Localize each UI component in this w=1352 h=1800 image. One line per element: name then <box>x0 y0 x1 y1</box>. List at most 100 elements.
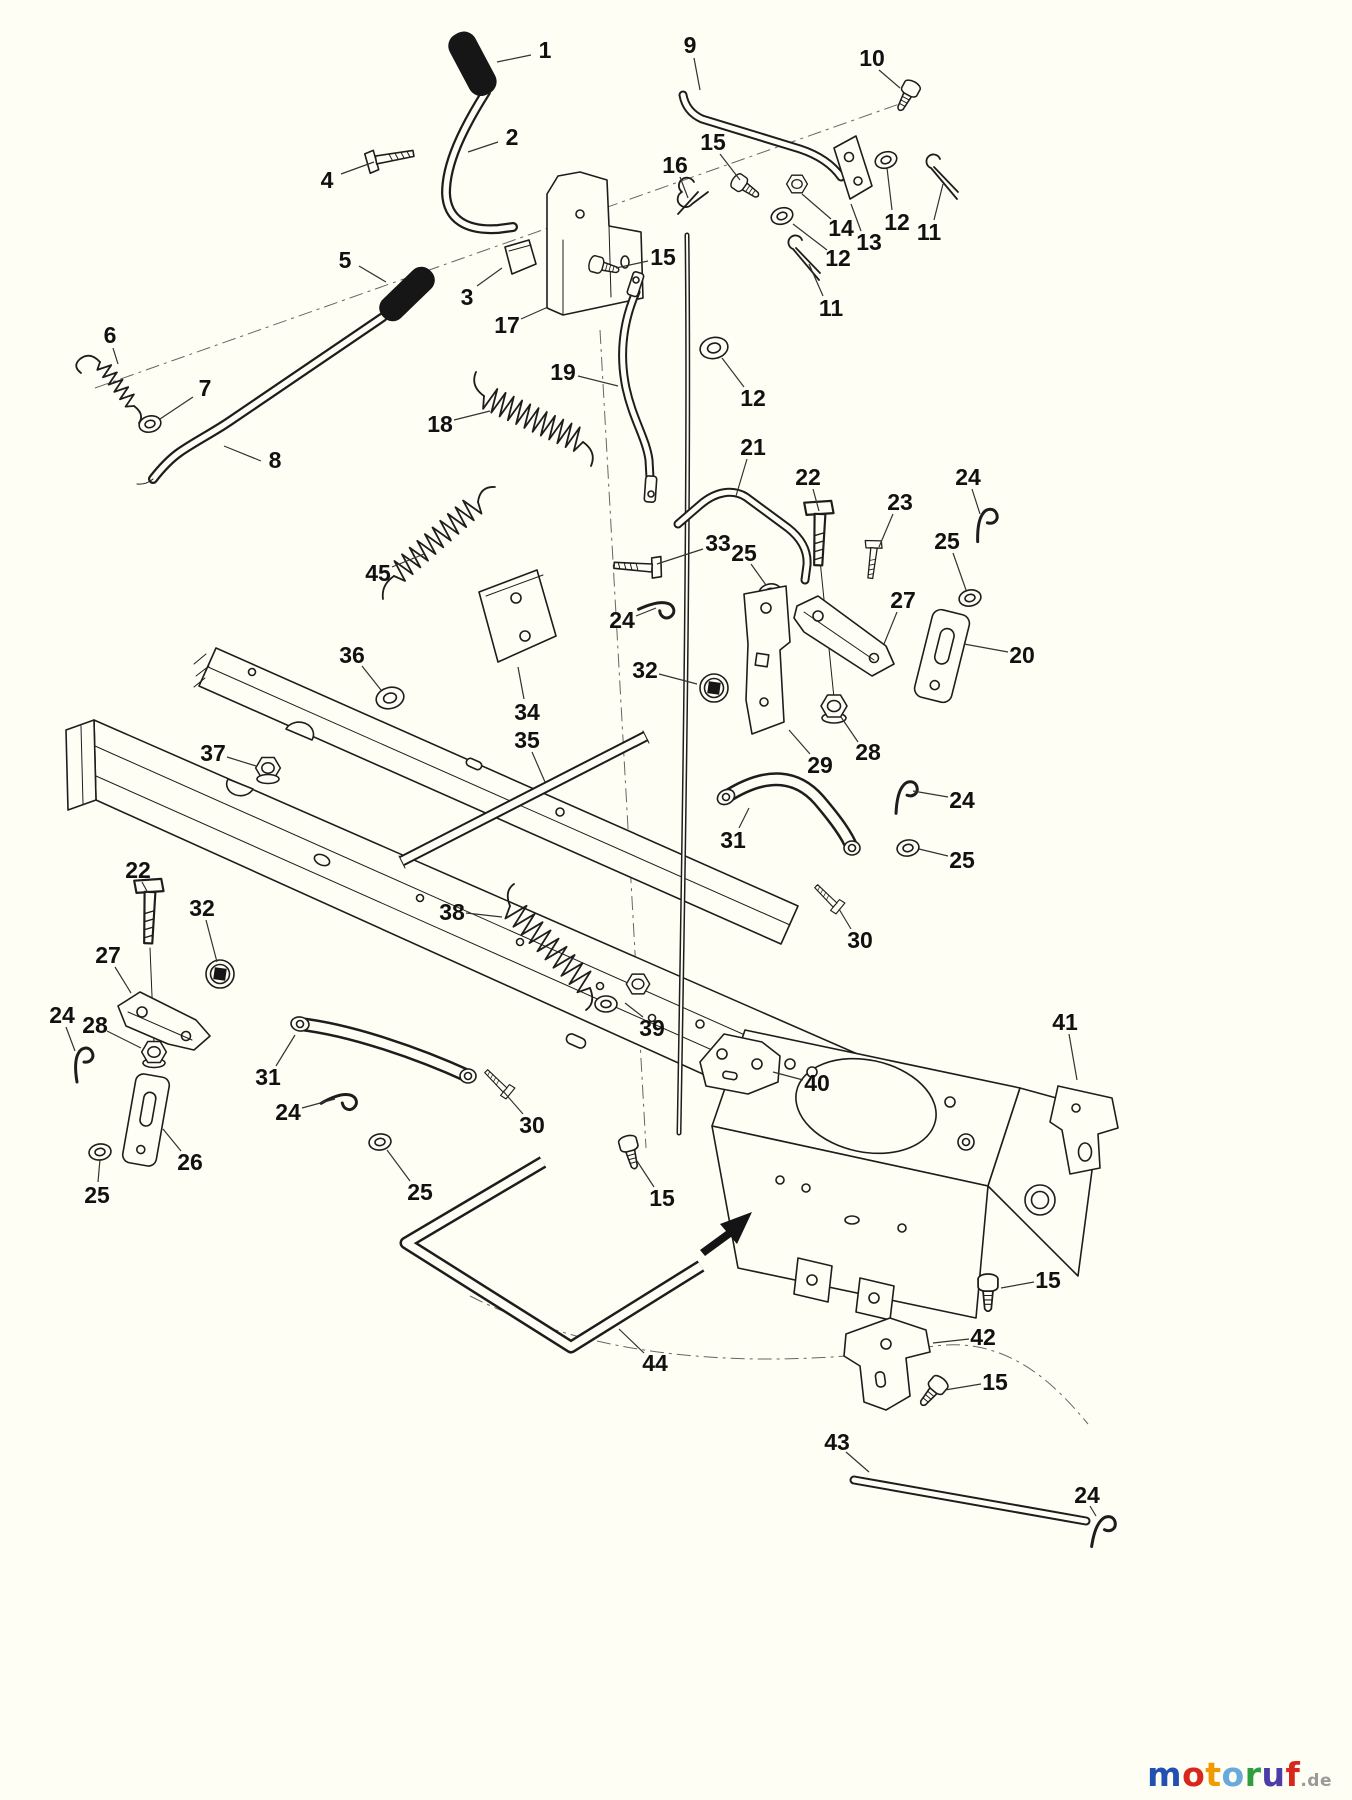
callout-12-22: 12 <box>740 385 766 411</box>
leader-line-28-39 <box>840 716 859 743</box>
callout-14-7: 14 <box>828 215 854 241</box>
callout-25-27: 25 <box>934 528 960 554</box>
bracket-13 <box>833 135 873 200</box>
leader-line-31-43 <box>738 807 750 829</box>
watermark-letter: o <box>1182 1755 1206 1794</box>
leader-line-11-12 <box>808 263 824 297</box>
leader-line-2-1 <box>467 141 499 153</box>
lift-rod-long <box>676 232 691 1136</box>
watermark-letter: f <box>1285 1755 1301 1794</box>
callout-15-5: 15 <box>700 129 726 155</box>
callout-23-25: 23 <box>887 489 913 515</box>
flange-nut-28a <box>820 694 848 724</box>
grommet-32a <box>699 673 729 703</box>
screw-15d <box>977 1273 999 1313</box>
rod-21 <box>673 487 812 585</box>
callout-2-1: 2 <box>506 124 519 150</box>
leader-line-18-21 <box>453 410 491 421</box>
bracket-17 <box>546 171 644 316</box>
callout-45-28: 45 <box>365 560 391 586</box>
callout-39-51: 39 <box>639 1015 665 1041</box>
lift-link-31b <box>290 1016 477 1084</box>
lift-shaft-bar-35 <box>398 730 650 869</box>
callout-10-4: 10 <box>859 45 885 71</box>
callout-22-24: 22 <box>795 464 821 490</box>
clip-16 <box>676 176 709 215</box>
leader-line-3-13 <box>476 267 503 287</box>
callout-31-43: 31 <box>720 827 746 853</box>
callout-42-62: 42 <box>970 1324 996 1350</box>
flange-nut-28b <box>140 1040 168 1069</box>
leader-line-27-47 <box>114 966 132 994</box>
leader-line-15-60 <box>636 1160 655 1188</box>
leader-line-22-24 <box>812 488 820 512</box>
leader-line-14-7 <box>801 193 832 220</box>
callout-28-50: 28 <box>82 1012 108 1038</box>
grommet-32b <box>205 959 235 989</box>
callout-15-64: 15 <box>982 1369 1008 1395</box>
leader-line-15-64 <box>944 1383 982 1391</box>
callout-25-42: 25 <box>949 847 975 873</box>
leader-line-5-14 <box>358 265 387 283</box>
leader-line-15-61 <box>1000 1281 1035 1289</box>
callout-41-59: 41 <box>1052 1009 1078 1035</box>
leader-line-21-23 <box>735 458 748 497</box>
washer-25d <box>87 1141 113 1163</box>
spring-38 <box>504 883 594 1011</box>
callout-43-65: 43 <box>824 1429 850 1455</box>
leader-line-24-41 <box>912 790 949 798</box>
leader-line-19-17 <box>577 375 619 387</box>
handle-grip-5 <box>379 266 435 322</box>
callout-37-40: 37 <box>200 740 226 766</box>
washer-25c <box>894 837 922 859</box>
washer-36 <box>372 683 408 713</box>
leader-line-24-26 <box>971 488 981 515</box>
leader-line-11-10 <box>933 183 944 221</box>
leader-line-25-42 <box>918 848 949 857</box>
callout-11-12: 11 <box>819 295 844 321</box>
callout-34-35: 34 <box>514 699 540 725</box>
callout-15-61: 15 <box>1035 1267 1061 1293</box>
cotter-pin-11b <box>787 234 821 281</box>
watermark-letter: o <box>1221 1755 1245 1794</box>
leader-line-25-56 <box>97 1158 101 1183</box>
washer-12a <box>872 148 900 172</box>
callout-24-53: 24 <box>275 1099 301 1125</box>
bolt-30b <box>480 1064 517 1101</box>
hook-pin-24e <box>319 1088 360 1120</box>
leader-line-1-0 <box>496 54 532 63</box>
leader-line-25-30 <box>750 563 767 586</box>
bracket-29 <box>743 585 791 735</box>
bracket-27a <box>793 595 895 677</box>
callout-44-63: 44 <box>642 1350 668 1376</box>
callout-9-3: 9 <box>684 32 697 58</box>
leader-line-13-8 <box>850 203 862 232</box>
callout-21-23: 21 <box>740 434 766 460</box>
callout-31-52: 31 <box>255 1064 281 1090</box>
rod-43 <box>849 1475 1091 1526</box>
callout-24-31: 24 <box>609 607 635 633</box>
leader-line-24-66 <box>1089 1505 1097 1517</box>
leader-line-22-45 <box>141 881 149 894</box>
plate-34 <box>478 569 557 663</box>
callout-8-20: 8 <box>269 447 282 473</box>
plate-20 <box>913 608 971 704</box>
callout-18-21: 18 <box>427 411 453 437</box>
bracket-41 <box>1049 1085 1119 1175</box>
callout-1-0: 1 <box>539 37 552 63</box>
leader-line-33-29 <box>656 548 704 565</box>
callout-27-32: 27 <box>890 587 916 613</box>
lift-link-31a <box>716 772 861 856</box>
watermark-logo[interactable]: motoruf.de <box>1147 1755 1332 1794</box>
callout-20-33: 20 <box>1009 642 1035 668</box>
watermark-letter: m <box>1147 1755 1183 1794</box>
washer-39 <box>594 995 618 1013</box>
cotter-pin-11a <box>925 153 959 200</box>
callout-15-60: 15 <box>649 1185 675 1211</box>
leader-line-34-35 <box>517 666 525 700</box>
direction-arrow <box>700 1212 752 1256</box>
callout-3-13: 3 <box>461 284 474 310</box>
bolt-33 <box>612 552 664 580</box>
frame-rail-upper <box>193 647 799 945</box>
washer-12c <box>697 334 731 362</box>
